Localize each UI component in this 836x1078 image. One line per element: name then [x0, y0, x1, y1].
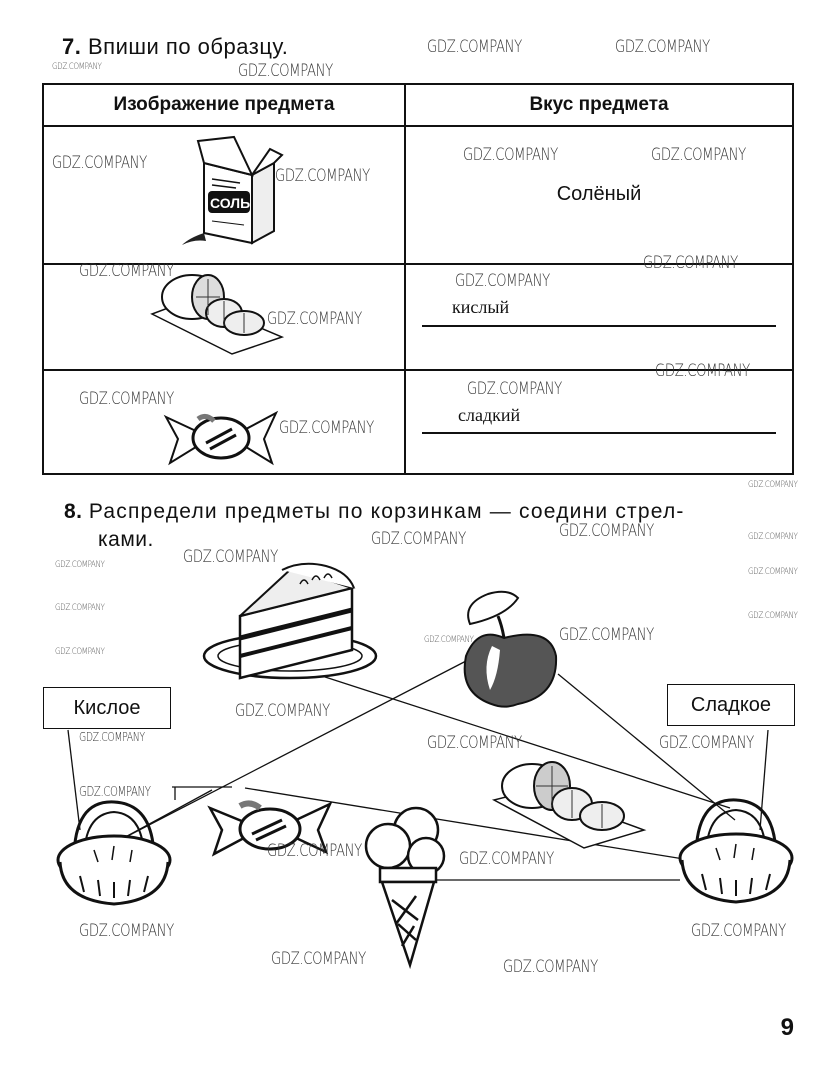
watermark: GDZ.COMPANY: [55, 603, 105, 613]
task8-number: 8.: [64, 500, 83, 523]
answer-line: [422, 325, 776, 327]
watermark: GDZ.COMPANY: [748, 567, 798, 577]
watermark: GDZ.COMPANY: [427, 37, 522, 57]
line-cake-to-right-basket: [321, 675, 731, 809]
watermark: GDZ.COMPANY: [235, 701, 330, 721]
watermark: GDZ.COMPANY: [748, 611, 798, 621]
candy-image: [163, 410, 279, 466]
watermark: GDZ.COMPANY: [424, 635, 474, 645]
line-candy-to-right-basket: [244, 787, 691, 861]
sample-answer-salty: Солёный: [556, 183, 642, 205]
answer-sour[interactable]: кислый: [452, 297, 510, 317]
watermark: GDZ.COMPANY: [463, 145, 558, 165]
table-row: кислый: [42, 263, 794, 371]
table-header-row: Изображение предмета Вкус предмета: [42, 83, 794, 127]
lemon-image-task8: [491, 761, 647, 849]
watermark: GDZ.COMPANY: [79, 730, 145, 744]
task8-title: 8. Распредели предметы по корзинкам — со…: [64, 498, 804, 554]
basket-label-sweet: Сладкое: [667, 684, 795, 726]
watermark: GDZ.COMPANY: [467, 379, 562, 399]
cell-salt-image: СОЛЬ: [42, 125, 406, 265]
watermark: GDZ.COMPANY: [52, 153, 147, 173]
line-sladkoe-box-to-basket: [759, 729, 769, 831]
watermark: GDZ.COMPANY: [267, 309, 362, 329]
watermark: GDZ.COMPANY: [52, 62, 102, 72]
cell-salt-taste: Солёный: [404, 125, 794, 265]
watermark: GDZ.COMPANY: [79, 921, 174, 941]
line-apple-to-right-basket: [557, 673, 736, 821]
watermark: GDZ.COMPANY: [55, 560, 105, 570]
header-item-image: Изображение предмета: [42, 83, 406, 127]
watermark: GDZ.COMPANY: [371, 529, 466, 549]
cell-lemon-image: [42, 263, 406, 371]
watermark: GDZ.COMPANY: [238, 61, 333, 81]
answer-sweet[interactable]: сладкий: [458, 405, 521, 425]
candy-image-task8: [207, 800, 333, 857]
watermark: GDZ.COMPANY: [271, 949, 366, 969]
table-row: сладкий: [42, 369, 794, 475]
header-item-taste: Вкус предмета: [404, 83, 794, 127]
task7-instruction: Впиши по образцу.: [87, 34, 289, 59]
salt-box-label: СОЛЬ: [210, 195, 250, 211]
table-row: СОЛЬ Солёный: [42, 125, 794, 265]
watermark: GDZ.COMPANY: [275, 166, 370, 186]
apple-image: [463, 590, 558, 708]
line-kisloe-box-to-basket: [67, 729, 81, 831]
watermark: GDZ.COMPANY: [659, 733, 754, 753]
cell-candy-taste: сладкий: [404, 369, 794, 475]
basket-label-sour: Кислое: [43, 687, 171, 729]
watermark: GDZ.COMPANY: [455, 271, 550, 291]
ice-cream-image: [364, 806, 446, 970]
cell-candy-image: [42, 369, 406, 475]
watermark: GDZ.COMPANY: [748, 480, 798, 490]
watermark: GDZ.COMPANY: [503, 957, 598, 977]
task7-number: 7.: [62, 34, 82, 59]
watermark: GDZ.COMPANY: [748, 532, 798, 542]
watermark: GDZ.COMPANY: [427, 733, 522, 753]
answer-line: [422, 432, 776, 434]
task8-instruction-line2: ками.: [98, 528, 154, 551]
watermark: GDZ.COMPANY: [643, 253, 738, 273]
watermark: GDZ.COMPANY: [459, 849, 554, 869]
lemon-image: [150, 274, 285, 355]
watermark: GDZ.COMPANY: [559, 625, 654, 645]
basket-right-image: [678, 798, 794, 904]
watermark: GDZ.COMPANY: [559, 521, 654, 541]
watermark: GDZ.COMPANY: [55, 647, 105, 657]
watermark: GDZ.COMPANY: [79, 389, 174, 409]
line-apple-to-left-basket: [119, 659, 469, 841]
watermark: GDZ.COMPANY: [615, 37, 710, 57]
watermark: GDZ.COMPANY: [267, 841, 362, 861]
task7-title: 7. Впиши по образцу.: [62, 34, 288, 60]
salt-box-image: СОЛЬ: [182, 135, 284, 245]
task8-instruction-line1: Распредели предметы по корзинкам — соеди…: [88, 500, 685, 523]
watermark: GDZ.COMPANY: [79, 261, 174, 281]
cake-image: [202, 562, 378, 680]
basket-left-image: [56, 800, 172, 906]
cell-lemon-taste: кислый: [404, 263, 794, 371]
watermark: GDZ.COMPANY: [183, 547, 278, 567]
watermark: GDZ.COMPANY: [79, 785, 151, 800]
page-number: 9: [780, 1014, 794, 1041]
taste-table: Изображение предмета Вкус предмета СОЛЬ …: [42, 83, 794, 475]
watermark: GDZ.COMPANY: [691, 921, 786, 941]
watermark: GDZ.COMPANY: [279, 418, 374, 438]
watermark: GDZ.COMPANY: [655, 361, 750, 381]
watermark: GDZ.COMPANY: [651, 145, 746, 165]
